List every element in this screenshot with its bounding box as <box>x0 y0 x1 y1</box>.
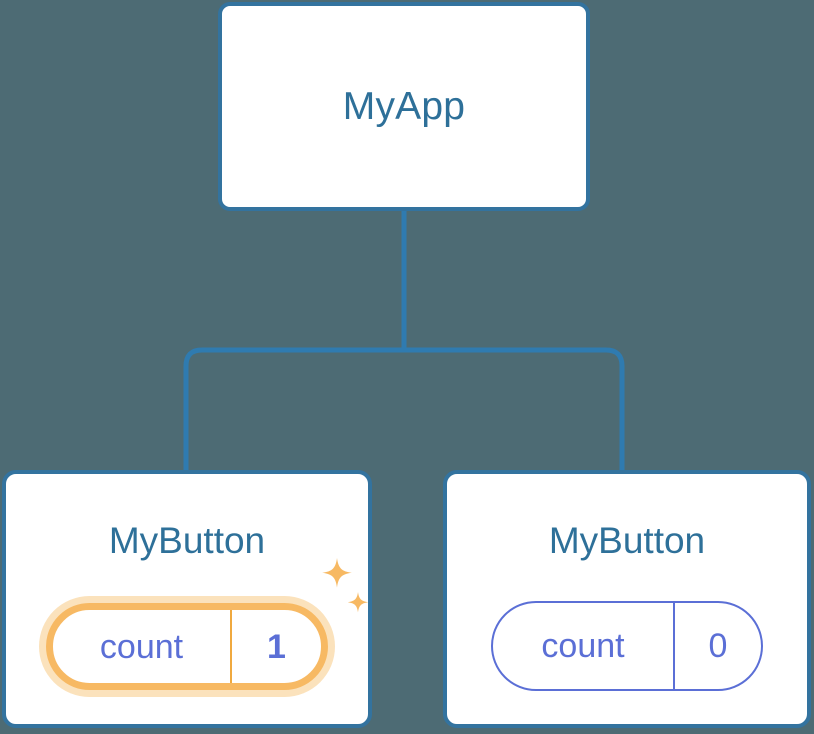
state-value-label: 1 <box>267 627 286 666</box>
state-pill-highlighted[interactable]: count 1 <box>39 596 335 697</box>
node-myapp-title: MyApp <box>342 85 466 128</box>
pill-divider <box>230 610 232 683</box>
connector-branch-bus <box>183 347 625 470</box>
node-mybutton-left-title: MyButton <box>108 520 266 561</box>
node-myapp[interactable]: MyApp <box>218 2 590 211</box>
state-key-label: count <box>541 627 625 665</box>
state-pill-plain[interactable]: count 0 <box>491 601 763 691</box>
state-key-label: count <box>99 627 184 666</box>
node-mybutton-left[interactable]: MyButton count 1 <box>2 470 372 728</box>
node-mybutton-right[interactable]: MyButton count 0 <box>443 470 811 728</box>
pill-body: count 0 <box>491 601 763 691</box>
pill-divider <box>673 603 675 689</box>
node-mybutton-right-title: MyButton <box>548 520 706 561</box>
pill-body: count 1 <box>46 603 328 690</box>
state-value-label: 0 <box>708 627 728 665</box>
